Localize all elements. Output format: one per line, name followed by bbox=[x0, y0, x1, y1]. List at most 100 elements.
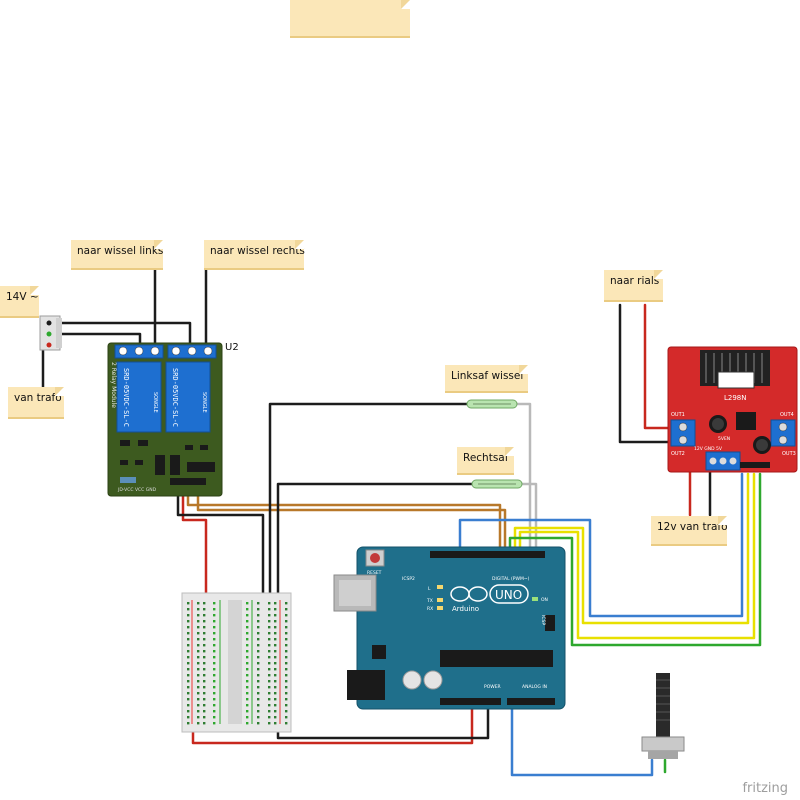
breadboard-hole bbox=[213, 626, 216, 629]
breadboard-hole bbox=[197, 662, 200, 665]
breadboard-hole bbox=[213, 638, 216, 641]
breadboard-hole bbox=[213, 632, 216, 635]
breadboard-hole bbox=[257, 638, 260, 641]
breadboard-hole bbox=[213, 674, 216, 677]
breadboard-hole bbox=[274, 662, 277, 665]
breadboard-hole bbox=[203, 632, 206, 635]
arduino-tx-label: TX bbox=[426, 598, 433, 604]
breadboard-hole bbox=[203, 716, 206, 719]
breadboard-hole bbox=[257, 716, 260, 719]
breadboard-hole bbox=[187, 614, 190, 617]
wire-rials-red bbox=[643, 303, 670, 430]
breadboard-hole bbox=[274, 698, 277, 701]
breadboard-hole bbox=[274, 602, 277, 605]
breadboard-hole bbox=[203, 692, 206, 695]
breadboard-hole bbox=[285, 602, 288, 605]
note-naar-rials: naar rials bbox=[604, 270, 663, 302]
breadboard-hole bbox=[213, 722, 216, 725]
breadboard-hole bbox=[197, 638, 200, 641]
arduino-digital-label: DIGITAL (PWM~) bbox=[492, 576, 530, 582]
l298n-out3-label: OUT3 bbox=[782, 451, 796, 457]
breadboard-hole bbox=[257, 674, 260, 677]
breadboard-hole bbox=[268, 692, 271, 695]
breadboard-hole bbox=[257, 626, 260, 629]
arduino-brand-label: Arduino bbox=[452, 605, 479, 613]
breadboard-hole bbox=[203, 662, 206, 665]
breadboard-hole bbox=[213, 608, 216, 611]
l298n-chip-label: L298N bbox=[724, 394, 747, 402]
breadboard-hole bbox=[257, 656, 260, 659]
arduino-power-label: POWER bbox=[484, 684, 501, 690]
breadboard bbox=[181, 592, 292, 733]
breadboard-hole bbox=[257, 620, 260, 623]
breadboard-hole bbox=[197, 722, 200, 725]
breadboard-hole bbox=[197, 698, 200, 701]
breadboard-holes bbox=[187, 602, 288, 725]
breadboard-hole bbox=[203, 722, 206, 725]
breadboard-hole bbox=[274, 668, 277, 671]
breadboard-hole bbox=[203, 698, 206, 701]
breadboard-hole bbox=[213, 710, 216, 713]
potentiometer bbox=[641, 673, 685, 759]
arduino-analog-label: ANALOG IN bbox=[522, 684, 547, 690]
l298n-motor-driver: L298N OUT1 OUT4 OUT2 OUT3 5VEN 12V GND 5… bbox=[667, 346, 798, 473]
breadboard-hole bbox=[268, 644, 271, 647]
l298n-out4-label: OUT4 bbox=[780, 412, 794, 418]
breadboard-hole bbox=[285, 704, 288, 707]
breadboard-hole bbox=[268, 608, 271, 611]
arduino-uno: RESET ICSP2 DIGITAL (PWM~) L TX RX UNO A… bbox=[333, 546, 566, 710]
ac-terminal-block bbox=[39, 315, 62, 351]
relay-pins-label: JD-VCC VCC GND bbox=[117, 487, 157, 493]
breadboard-hole bbox=[187, 632, 190, 635]
breadboard-hole bbox=[187, 716, 190, 719]
breadboard-hole bbox=[274, 620, 277, 623]
breadboard-hole bbox=[213, 668, 216, 671]
breadboard-hole bbox=[187, 692, 190, 695]
l298n-out2-label: OUT2 bbox=[671, 451, 685, 457]
breadboard-hole bbox=[268, 656, 271, 659]
breadboard-hole bbox=[187, 638, 190, 641]
breadboard-hole bbox=[257, 614, 260, 617]
fritzing-logo: fritzing bbox=[742, 781, 788, 796]
breadboard-hole bbox=[257, 668, 260, 671]
breadboard-hole bbox=[257, 662, 260, 665]
wire-ac-to-relay-1 bbox=[51, 321, 192, 354]
breadboard-hole bbox=[246, 608, 249, 611]
arduino-on-label: ON bbox=[541, 597, 548, 603]
breadboard-hole bbox=[274, 650, 277, 653]
breadboard-hole bbox=[246, 614, 249, 617]
breadboard-hole bbox=[203, 602, 206, 605]
breadboard-hole bbox=[203, 710, 206, 713]
breadboard-hole bbox=[285, 716, 288, 719]
breadboard-hole bbox=[246, 686, 249, 689]
breadboard-hole bbox=[274, 614, 277, 617]
breadboard-hole bbox=[246, 692, 249, 695]
breadboard-hole bbox=[268, 650, 271, 653]
breadboard-hole bbox=[213, 620, 216, 623]
breadboard-hole bbox=[187, 662, 190, 665]
breadboard-hole bbox=[257, 722, 260, 725]
breadboard-hole bbox=[285, 656, 288, 659]
breadboard-hole bbox=[246, 602, 249, 605]
breadboard-hole bbox=[246, 650, 249, 653]
note-wissel-rechts: naar wissel rechts bbox=[204, 240, 305, 270]
note-rechtsaf: Rechtsaf bbox=[457, 447, 514, 475]
wire-rechtsaf-black bbox=[276, 482, 474, 602]
note-linksaf: Linksaf wissel bbox=[445, 365, 528, 393]
breadboard-hole bbox=[285, 650, 288, 653]
breadboard-hole bbox=[257, 692, 260, 695]
wire-linksaf-black bbox=[268, 402, 469, 602]
breadboard-hole bbox=[257, 632, 260, 635]
breadboard-hole bbox=[246, 722, 249, 725]
breadboard-hole bbox=[274, 674, 277, 677]
breadboard-hole bbox=[203, 704, 206, 707]
breadboard-hole bbox=[268, 722, 271, 725]
breadboard-hole bbox=[203, 614, 206, 617]
breadboard-hole bbox=[268, 620, 271, 623]
breadboard-hole bbox=[213, 686, 216, 689]
breadboard-hole bbox=[187, 722, 190, 725]
relay-1-brand: SONGLE bbox=[152, 392, 158, 413]
breadboard-hole bbox=[268, 674, 271, 677]
breadboard-hole bbox=[268, 602, 271, 605]
breadboard-hole bbox=[246, 662, 249, 665]
